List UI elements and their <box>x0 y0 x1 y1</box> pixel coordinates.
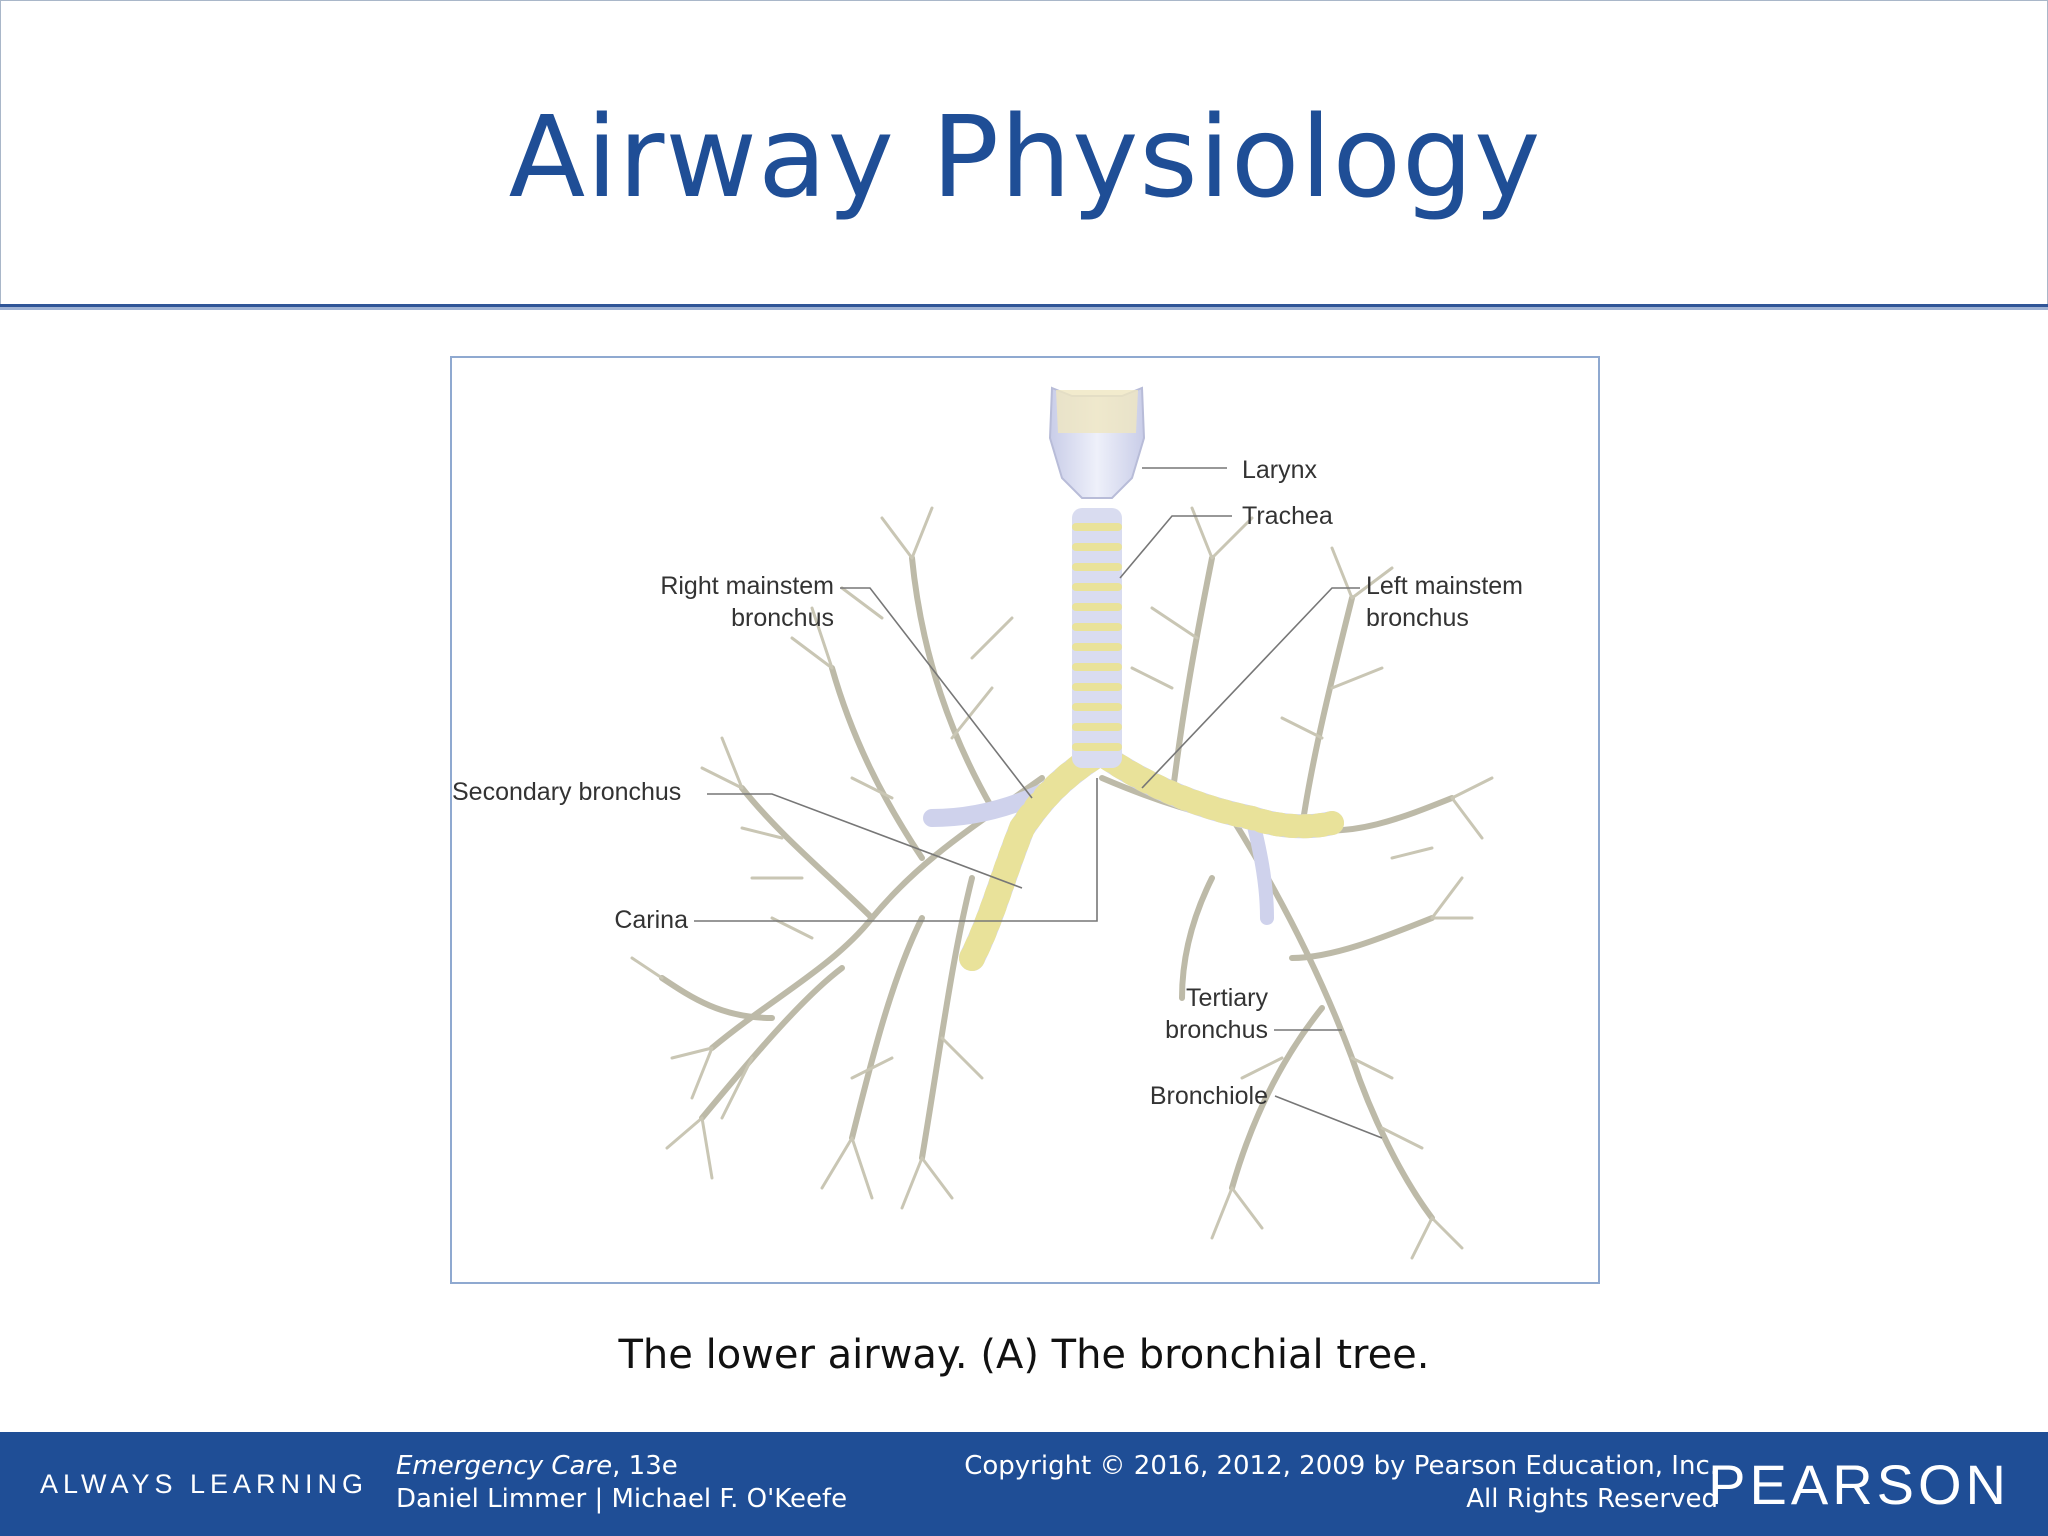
bronchial-tree-illustration <box>630 386 1494 1260</box>
label-secondary-bronchus: Secondary bronchus <box>452 778 682 806</box>
slide-footer: ALWAYS LEARNING Emergency Care, 13e Dani… <box>0 1432 2048 1536</box>
label-bronchiole: Bronchiole <box>1149 1082 1268 1110</box>
label-left-mainstem-line1: Left mainstem <box>1366 572 1524 600</box>
label-larynx: Larynx <box>1242 456 1318 484</box>
leader-lines <box>694 467 1383 1139</box>
pearson-logo: PEARSON <box>1708 1453 2010 1516</box>
footer-book-info: Emergency Care, 13e Daniel Limmer | Mich… <box>396 1450 847 1516</box>
footer-tagline: ALWAYS LEARNING <box>40 1469 369 1499</box>
copyright-text: Copyright © 2016, 2012, 2009 by Pearson … <box>964 1451 1718 1481</box>
book-authors: Daniel Limmer | Michael F. O'Keefe <box>396 1484 848 1514</box>
figure-caption: The lower airway. (A) The bronchial tree… <box>618 1332 1430 1378</box>
slide-header: Airway Physiology <box>0 0 2048 305</box>
header-divider <box>0 304 2048 307</box>
label-carina: Carina <box>614 906 688 934</box>
label-right-mainstem-line1: Right mainstem <box>660 572 834 600</box>
label-trachea: Trachea <box>1242 502 1333 530</box>
bronchial-tree-figure: Larynx Trachea Right mainstem bronchus L… <box>450 356 1600 1284</box>
label-tertiary-line2: bronchus <box>1165 1016 1268 1044</box>
main-airway <box>923 745 1344 971</box>
slide-title: Airway Physiology <box>508 93 1542 223</box>
label-right-mainstem-line2: bronchus <box>731 604 834 632</box>
bronchi-branches <box>630 506 1494 1260</box>
label-tertiary-line1: Tertiary <box>1186 984 1268 1012</box>
footer-copyright: Copyright © 2016, 2012, 2009 by Pearson … <box>964 1450 1718 1516</box>
book-title: Emergency Care <box>396 1451 613 1481</box>
rights-text: All Rights Reserved <box>1466 1484 1718 1514</box>
book-edition: , 13e <box>612 1451 678 1481</box>
label-left-mainstem-line2: bronchus <box>1366 604 1469 632</box>
